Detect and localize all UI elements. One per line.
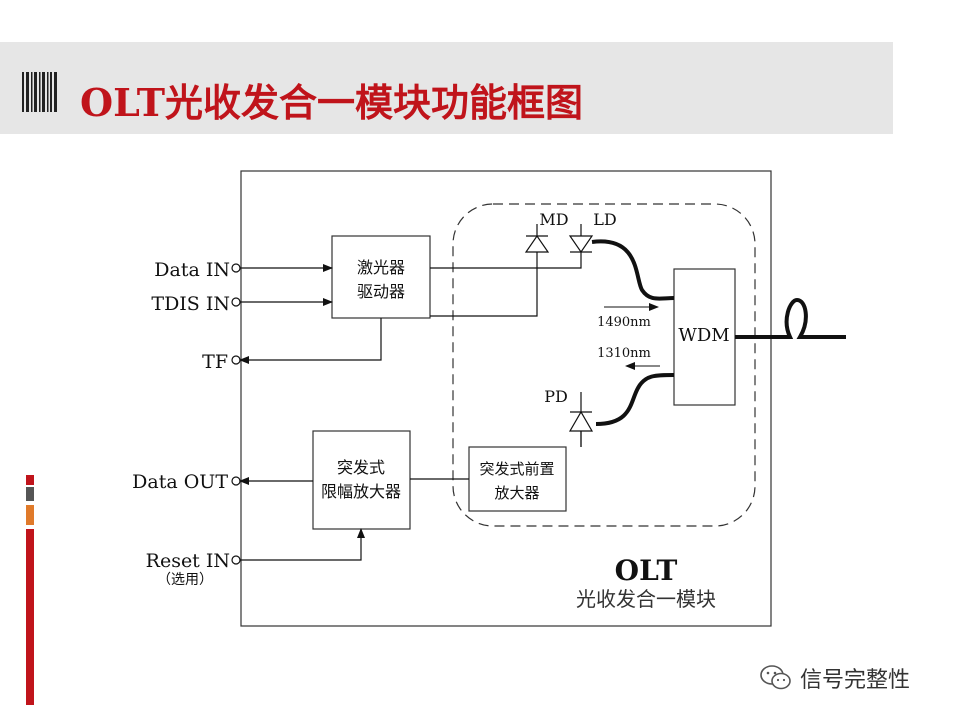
wdm-label: WDM — [678, 325, 729, 346]
md-photodiode-icon — [524, 234, 550, 253]
md-label: MD — [539, 210, 568, 229]
decorative-stripes — [26, 475, 34, 705]
output-fiber — [735, 297, 846, 339]
limiting-amplifier-label-2: 限幅放大器 — [321, 482, 401, 501]
reset-in-note: （选用） — [157, 572, 213, 588]
wavelength-1490-label: 1490nm — [597, 315, 651, 330]
wavelength-1310-label: 1310nm — [597, 346, 651, 361]
pd-label: PD — [544, 387, 568, 406]
data-out-label: Data OUT — [132, 471, 228, 493]
pd-photodiode-icon — [568, 410, 594, 432]
page-title: OLT光收发合一模块功能框图 — [80, 80, 584, 125]
header-bar — [0, 42, 893, 134]
limiting-amplifier-label-1: 突发式 — [337, 458, 385, 477]
laser-driver-label-1: 激光器 — [357, 258, 405, 277]
pd-fiber — [595, 373, 675, 426]
tf-terminal — [231, 355, 241, 365]
data-in-label: Data IN — [154, 259, 230, 281]
wechat-icon — [760, 665, 791, 690]
preamplifier-label-1: 突发式前置 — [479, 460, 554, 478]
reset-in-label: Reset IN — [146, 550, 230, 572]
laser-driver-label-2: 驱动器 — [357, 282, 405, 301]
module-name: OLT — [615, 554, 678, 587]
module-subtitle: 光收发合一模块 — [576, 587, 716, 611]
ld-fiber — [591, 239, 675, 301]
reset-in-terminal — [231, 555, 241, 565]
data-in-terminal — [231, 263, 241, 273]
limiting-amplifier-block — [312, 430, 411, 530]
preamplifier-label-2: 放大器 — [494, 484, 539, 502]
tf-label: TF — [202, 351, 228, 373]
ld-label: LD — [593, 210, 616, 229]
tdis-in-label: TDIS IN — [151, 293, 230, 315]
laser-driver-block — [331, 235, 431, 319]
barcode-icon — [22, 72, 57, 112]
module-outline — [240, 170, 772, 627]
ld-laser-diode-icon — [568, 235, 594, 254]
tdis-in-terminal — [231, 297, 241, 307]
data-out-terminal — [231, 476, 241, 486]
optical-subassembly-outline — [452, 203, 756, 527]
preamplifier-block — [468, 446, 567, 512]
watermark: 信号完整性 — [760, 660, 910, 696]
watermark-text: 信号完整性 — [800, 668, 911, 693]
